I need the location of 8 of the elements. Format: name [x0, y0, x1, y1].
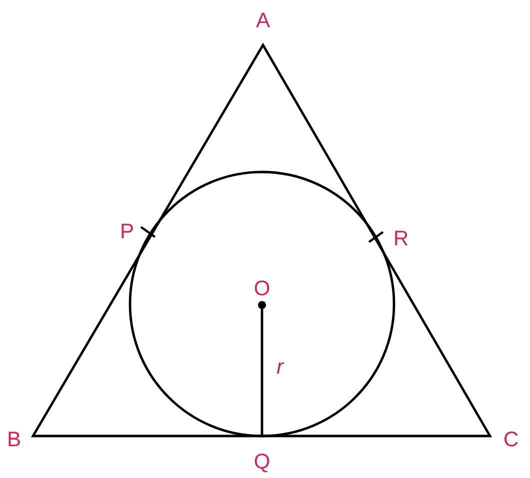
point-label: P: [122, 224, 133, 238]
point-label: B: [8, 432, 20, 446]
point-label: A: [256, 12, 270, 28]
point-label: C: [504, 432, 518, 446]
point-label: Q: [254, 454, 270, 472]
point-label: O: [254, 280, 270, 296]
point-label: r: [276, 362, 284, 374]
point-label: R: [395, 230, 408, 246]
